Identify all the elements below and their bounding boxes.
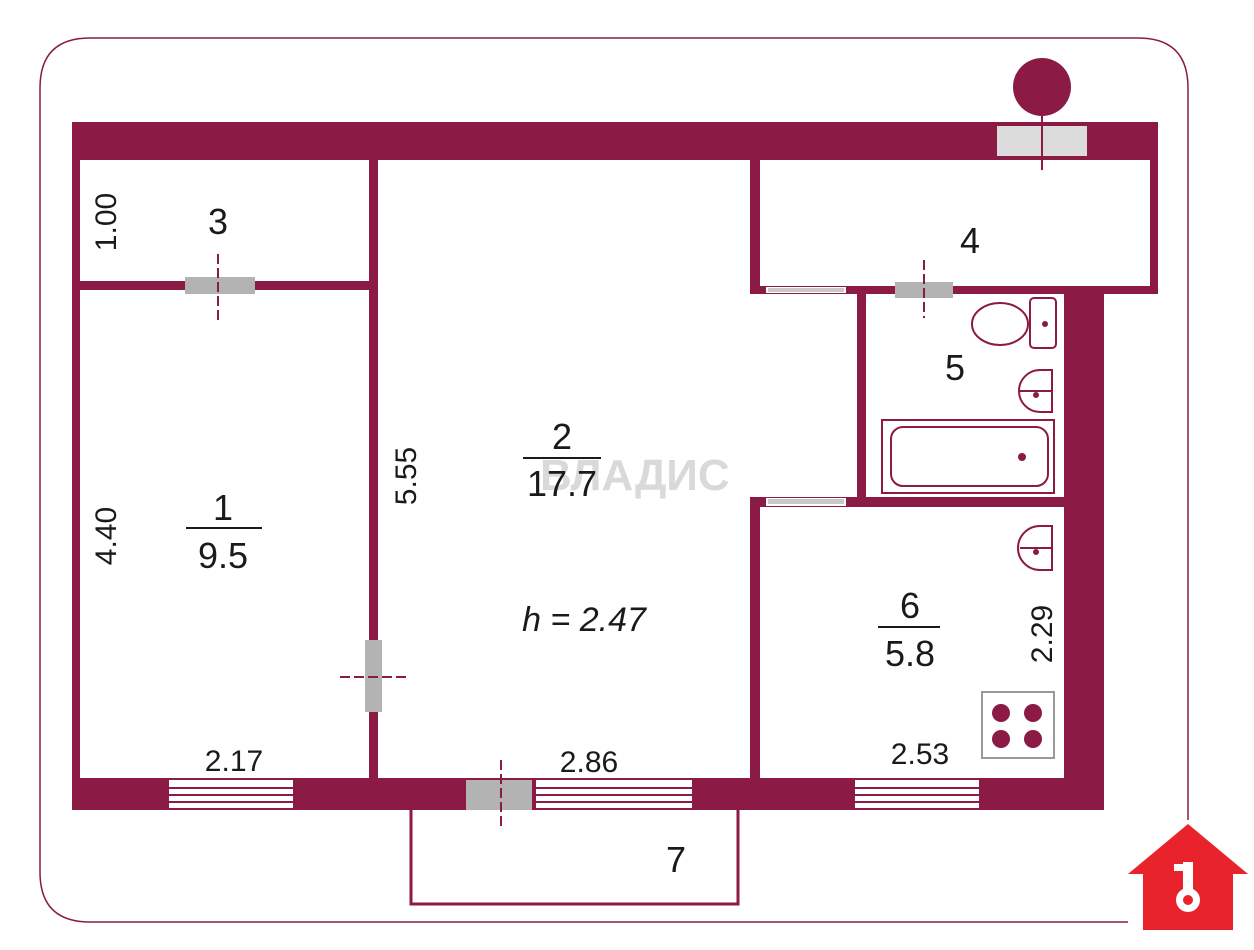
doors [185,112,1087,830]
door-balcony [466,780,532,810]
room-3-number: 3 [208,201,228,242]
door-3 [185,277,255,294]
outer-frame-left [39,37,1128,923]
wall-openings-fill [768,288,844,504]
dim-2-86: 2.86 [560,746,618,779]
ceiling-height: h = 2.47 [522,601,647,639]
room-2-area: 17.7 [527,463,597,504]
sink-icon [1018,369,1053,413]
dim-1-00: 1.00 [90,193,123,251]
room-1-number: 1 [213,487,233,528]
dim-2-17: 2.17 [205,745,263,778]
room-5-number: 5 [945,347,965,388]
dim-2-29: 2.29 [1026,605,1059,663]
dim-4-40: 4.40 [90,507,123,565]
stove-icon [981,691,1055,759]
balcony-outline [409,806,740,906]
room-6-area: 5.8 [885,633,935,674]
outer-frame [90,37,1189,820]
room-2-number: 2 [552,416,572,457]
room-4-number: 4 [960,220,980,261]
riser-circle-icon [1013,58,1071,116]
bathtub-icon [881,419,1055,494]
watermark: ВЛАДИС [540,451,730,500]
room-1-area: 9.5 [198,535,248,576]
toilet-icon [971,297,1057,349]
kitchen-sink-icon [1017,525,1053,571]
room-7-number: 7 [666,839,686,880]
dim-2-53: 2.53 [891,738,949,771]
wall-openings [766,287,846,506]
dim-5-55: 5.55 [390,447,423,505]
room-6-number: 6 [900,585,920,626]
house-logo-icon [1128,824,1248,930]
windows [167,778,981,810]
